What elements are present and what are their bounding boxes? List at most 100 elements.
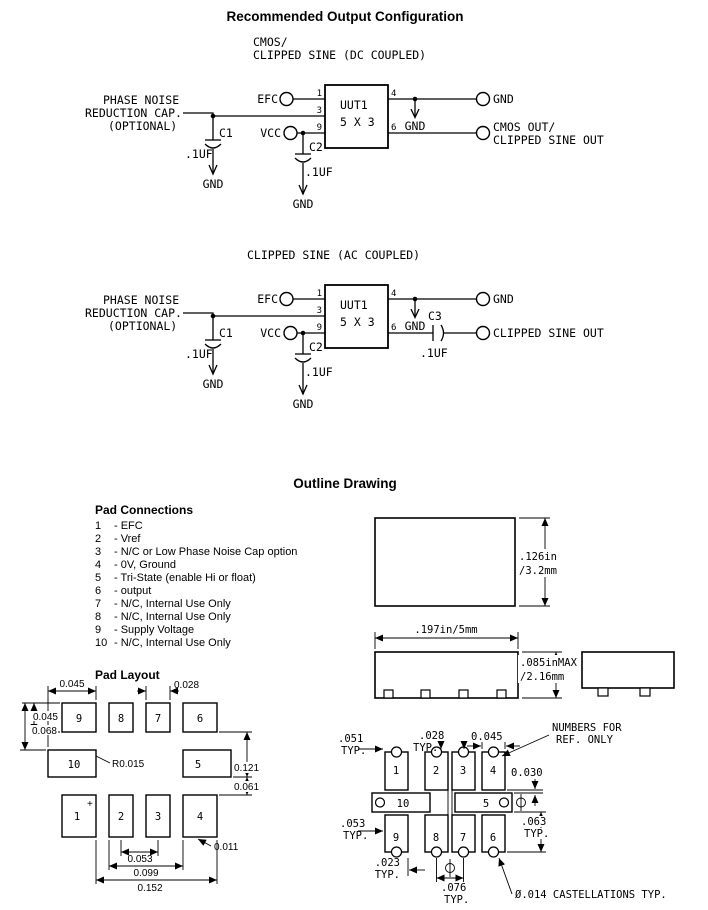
pad-number: 7 (155, 713, 161, 725)
outline-title: Outline Drawing (293, 476, 397, 491)
pad-connection-num: 5 (95, 572, 101, 584)
gnd-label: GND (293, 397, 314, 411)
dim-label: 0.152 (137, 883, 162, 894)
phase-noise-note: PHASE NOISE (103, 293, 179, 307)
vcc-terminal (283, 125, 298, 141)
ground-arrow-icon (208, 164, 218, 176)
phase-noise-note: REDUCTION CAP. (85, 106, 182, 120)
vcc-label: VCC (260, 326, 281, 340)
pad-connection-desc: - EFC (114, 520, 143, 532)
pin-number-label: 4 (391, 289, 396, 299)
pad-rect (182, 749, 232, 778)
pad-connection-desc: - N/C, Internal Use Only (114, 611, 231, 623)
pad-connection-num: 10 (95, 637, 107, 649)
pad-rect (182, 794, 218, 838)
circuit-heading: CLIPPED SINE (AC COUPLED) (247, 248, 420, 262)
castellation-view: 1 2 3 4 10 5 9 8 7 6 .051 TYP. .028 TYP.… (338, 722, 667, 906)
pad-foot (458, 689, 469, 699)
dim-label: .023 (375, 857, 400, 869)
pad-rect (145, 794, 171, 838)
gnd-label: GND (493, 292, 514, 306)
pad-number: 2 (433, 765, 439, 777)
capacitor-c2 (294, 153, 312, 196)
cap-ref-label: C1 (219, 126, 233, 140)
junction-dot (300, 130, 306, 136)
dim-label: 0.045 (59, 679, 84, 690)
cap-ref-label: C1 (219, 326, 233, 340)
output-label: CLIPPED SINE OUT (493, 133, 604, 147)
gnd-label: GND (405, 119, 426, 133)
dim-label: 0.028 (174, 680, 199, 691)
pad-connection-num: 8 (95, 611, 101, 623)
pin-number-label: 9 (317, 123, 322, 133)
pad-connection-desc: - 0V, Ground (114, 559, 176, 571)
castellation-hole (487, 846, 500, 858)
dim-label: 0.053 (127, 854, 152, 865)
efc-terminal (279, 291, 294, 307)
dim-label: .063 (521, 816, 546, 828)
gnd-label: GND (203, 377, 224, 391)
output-terminal (475, 125, 491, 141)
phase-noise-note: (OPTIONAL) (108, 119, 177, 133)
dim-label: TYP. (341, 745, 366, 757)
dim-label: 0.061 (234, 782, 259, 793)
pad-connection-desc: - Supply Voltage (114, 624, 194, 636)
pad-connection-desc: - N/C, Internal Use Only (114, 637, 231, 649)
cap-ref-label: C2 (309, 340, 323, 354)
junction-dot (412, 96, 418, 102)
ground-arrow-icon (410, 308, 420, 320)
pad-number: 9 (393, 832, 399, 844)
pad-number: 6 (490, 832, 496, 844)
pad-number: 5 (195, 759, 201, 771)
dim-label: 0.121 (234, 763, 259, 774)
pad-connection-desc: - output (114, 585, 151, 597)
pad-number: 2 (118, 811, 124, 823)
uut-box (324, 84, 389, 149)
ground-arrow-icon (298, 184, 308, 196)
pad-number: 10 (397, 798, 410, 810)
circuit-wires (183, 98, 477, 154)
castellation-hole (390, 846, 403, 858)
pin-number-label: 1 (317, 289, 322, 299)
outline-top-view: .126in /3.2mm (374, 517, 559, 607)
outline-side-view: .197in/5mm .085inMAX /2.16mm (374, 624, 675, 699)
pad-number: 5 (483, 798, 489, 810)
pad-number: 10 (68, 759, 81, 771)
castellation-hole (390, 746, 403, 758)
pad-foot (420, 689, 431, 699)
pad-number: 7 (460, 832, 466, 844)
pad-connections-title: Pad Connections (95, 503, 193, 517)
dim-label: TYP. (375, 869, 400, 881)
ground-arrow-icon (298, 384, 308, 396)
pad-number: 6 (197, 713, 203, 725)
circuit-dc-coupled: CMOS/ CLIPPED SINE (DC COUPLED) PHASE NO… (85, 35, 604, 211)
cap-value-label: .1UF (185, 147, 213, 161)
efc-label: EFC (257, 92, 278, 106)
castellation-hole (498, 797, 510, 808)
pad-rect (61, 794, 97, 838)
dim-label: 0.011 (214, 842, 239, 853)
pad-number: 1 (74, 811, 80, 823)
uut-label: UUT1 (340, 98, 368, 112)
package-end-view (581, 651, 675, 689)
dim-label: /3.2mm (519, 565, 557, 577)
capacitor-c1 (204, 139, 222, 176)
dim-label: TYP. (413, 742, 438, 754)
pad-connection-num: 2 (95, 533, 101, 545)
pad-number: 8 (118, 713, 124, 725)
pad-connection-desc: - Tri-State (enable Hi or float) (114, 572, 256, 584)
pin-number-label: 6 (391, 123, 396, 133)
dim-label: 0.045 (471, 731, 503, 743)
pad-connection-num: 3 (95, 546, 101, 558)
capacitor-c1 (204, 339, 222, 376)
phase-noise-note: (OPTIONAL) (108, 319, 177, 333)
package-top-view (374, 517, 516, 607)
uut-label: UUT1 (340, 298, 368, 312)
pad-number: 4 (490, 765, 496, 777)
datum-plus-mark: + (87, 799, 93, 810)
pad-rect (145, 702, 171, 733)
castellation-hole (430, 746, 443, 758)
gnd-label: GND (203, 177, 224, 191)
